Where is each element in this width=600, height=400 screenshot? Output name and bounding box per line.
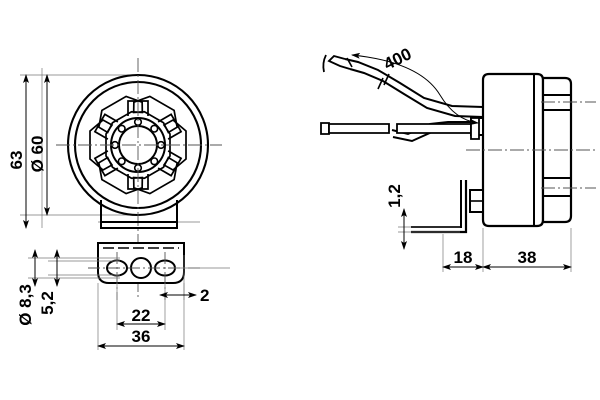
dim-label-overall-height: 63 [7, 151, 26, 170]
wire-grommet [470, 117, 480, 140]
dim-label-bracket-width: 36 [132, 327, 151, 346]
side-view: 400 [320, 44, 596, 234]
mounting-foot [100, 200, 178, 229]
cable-end-curve [322, 54, 327, 73]
dim-label-mount-hole-diameter: Ø 8,3 [16, 284, 35, 326]
side-view-dimensions: 1,2 18 38 [385, 184, 572, 272]
bolt-hole [150, 124, 159, 133]
wire-segment-b [396, 123, 472, 134]
bolt-hole [117, 124, 126, 133]
bracket-detail-view: Ø 8,3 5,2 2 22 36 [16, 242, 230, 350]
front-view [20, 58, 222, 300]
dim-label-bracket-offset: 18 [454, 248, 473, 267]
dim-label-body-depth: 38 [518, 248, 537, 267]
side-view-centerlines [466, 101, 596, 189]
dim-label-bracket-thickness: 2 [200, 286, 209, 305]
bolt-hole [150, 157, 159, 166]
bolt-hole [117, 157, 126, 166]
front-view-dimensions: 63 Ø 60 [7, 74, 50, 229]
dim-label-slot-width: 5,2 [38, 291, 57, 315]
dim-leader-lead-length [351, 52, 479, 125]
end-cap-ribs [543, 94, 571, 197]
dim-label-hole-spacing: 22 [132, 306, 151, 325]
wire-ferrule [320, 122, 330, 135]
dim-label-outer-diameter: Ø 60 [28, 136, 47, 173]
dim-label-plate-thickness: 1,2 [385, 184, 404, 208]
wire-segment-a [328, 123, 390, 134]
